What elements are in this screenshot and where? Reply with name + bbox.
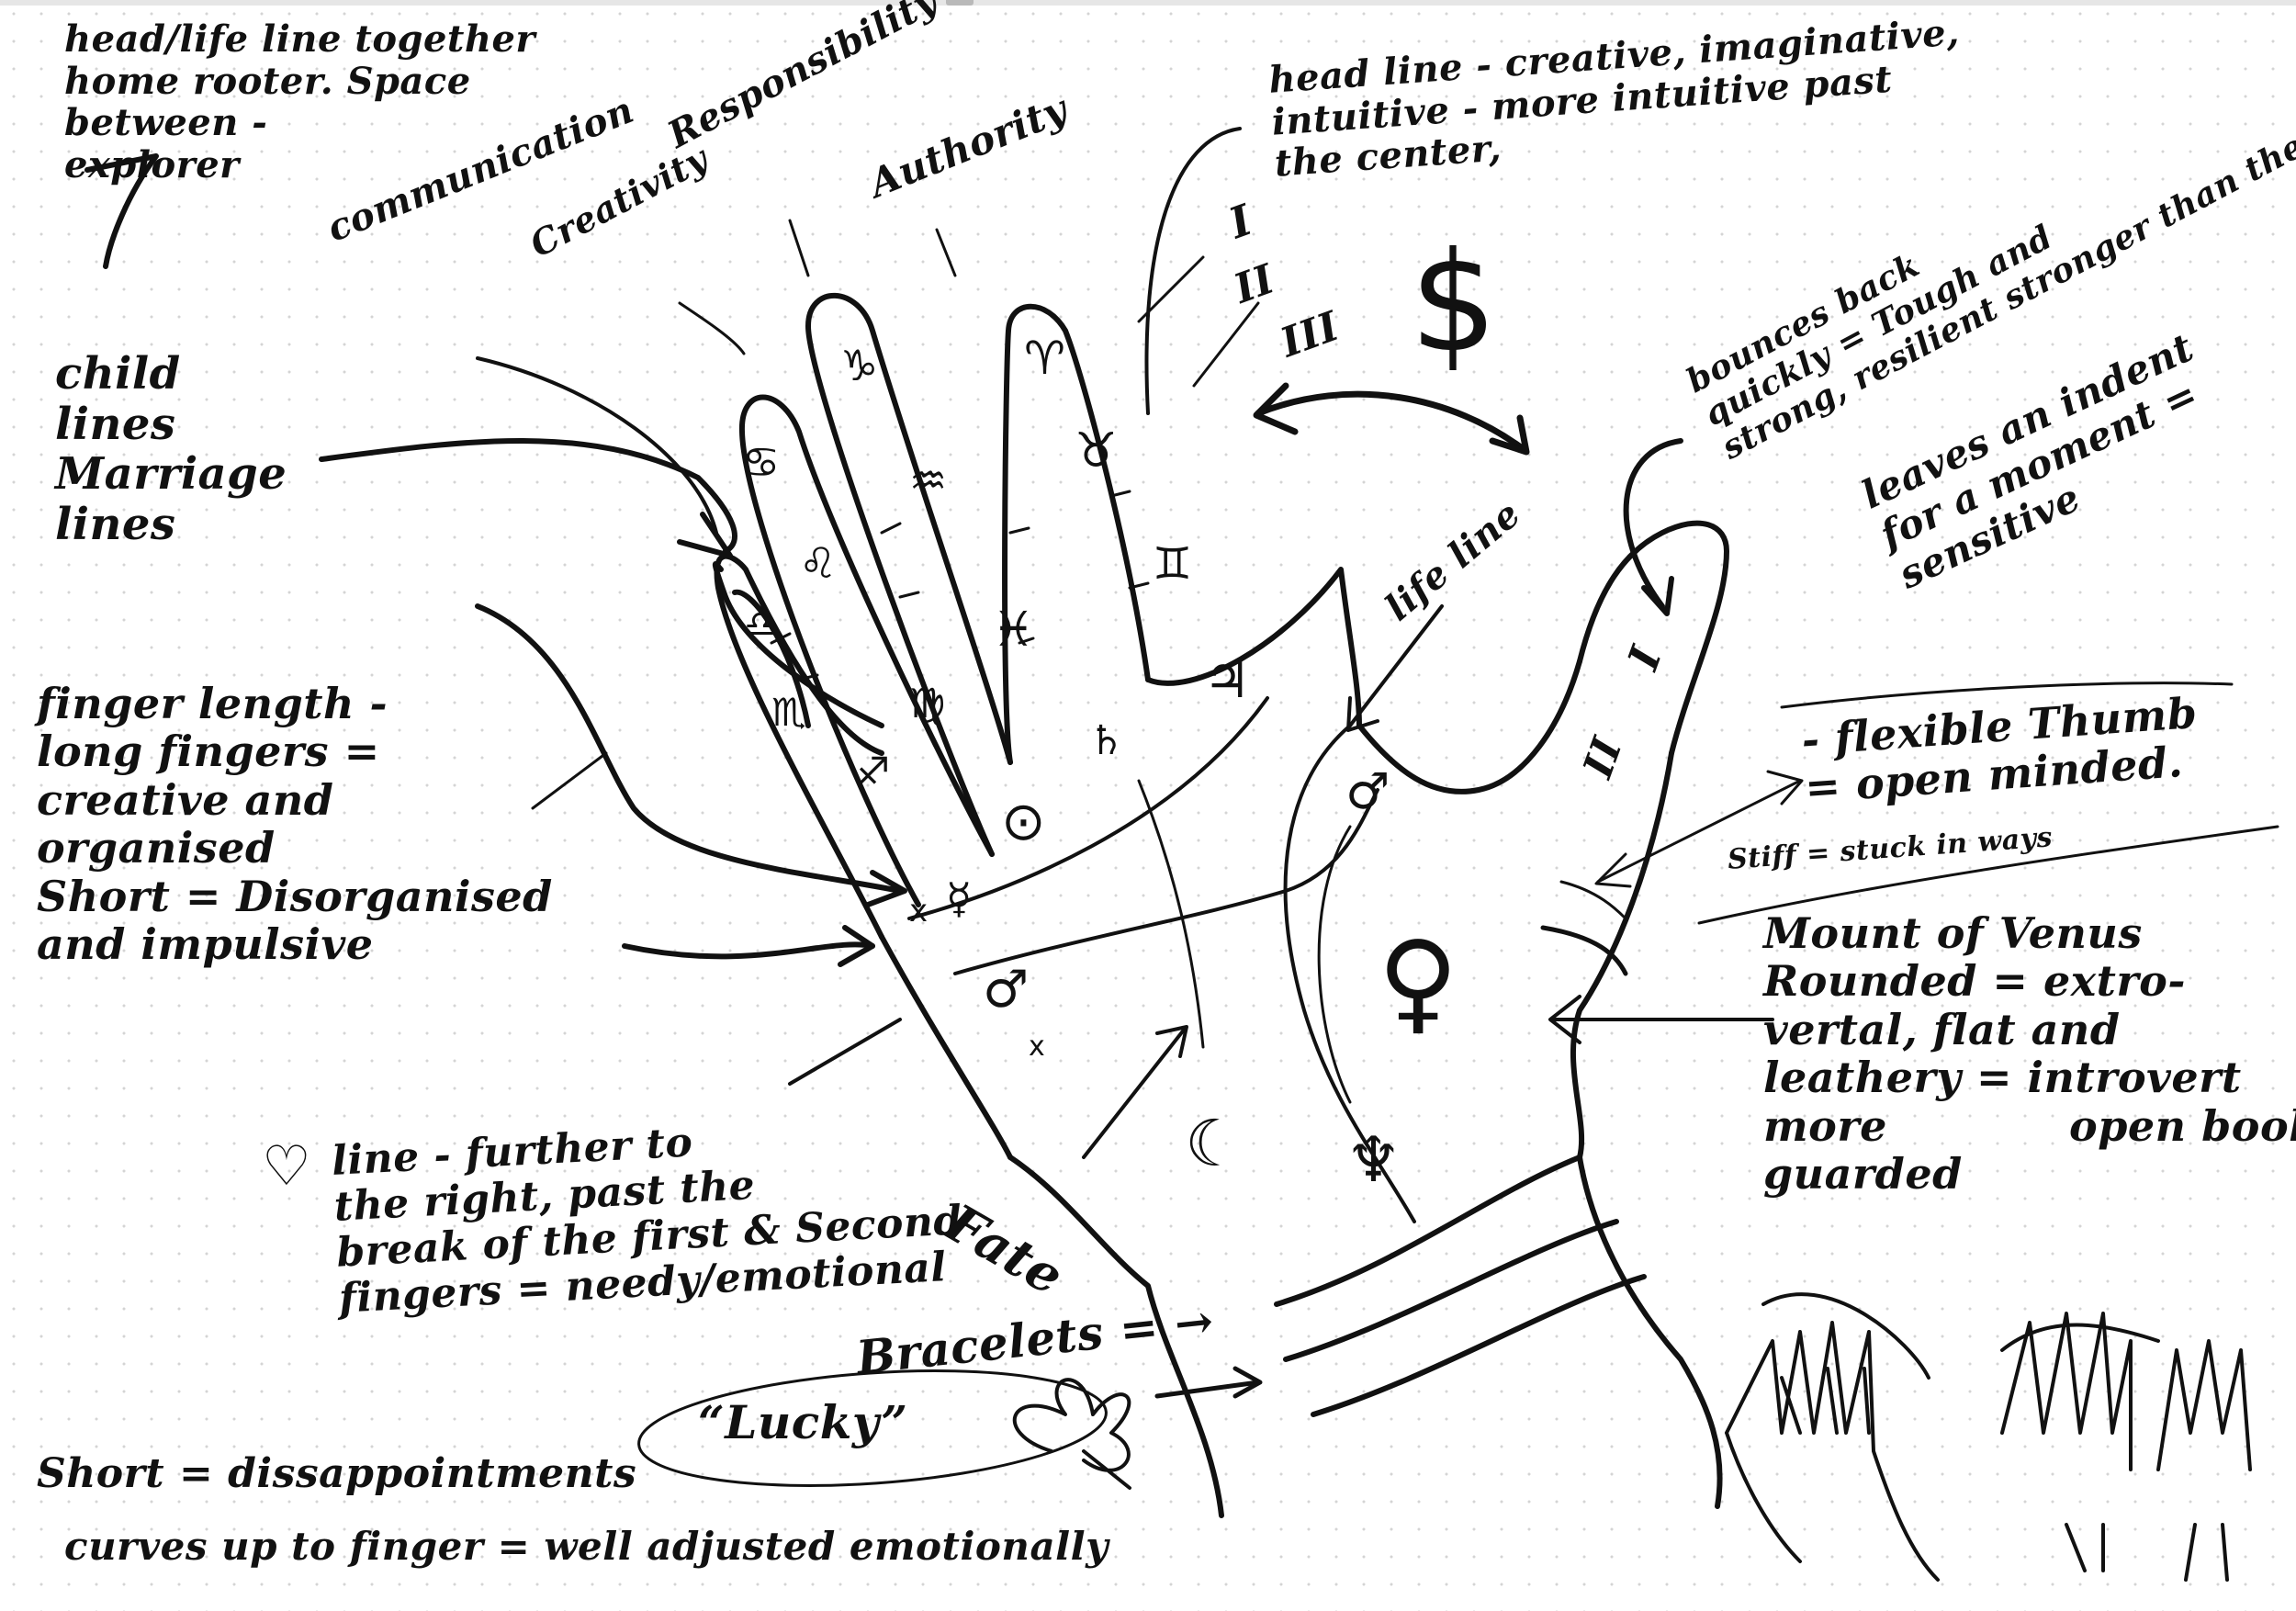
- note-curves-up: curves up to finger = well adjusted emot…: [64, 1524, 1109, 1569]
- heart-line: [907, 696, 1269, 920]
- head-line-pointer: [1144, 127, 1242, 415]
- mini-hand-middle: [2000, 1312, 2133, 1572]
- note-child-lines: child lines Marriage lines: [55, 348, 287, 551]
- arrow-heart-2: [788, 1018, 902, 1086]
- palm-bottom-edge: [1007, 1155, 1224, 1518]
- note-finger-length: finger length - long fingers = creative …: [37, 679, 553, 970]
- arrow-bracelet-head: [1232, 1366, 1263, 1399]
- arrow-bounces-back: [1623, 438, 1683, 609]
- clover-doodle: [1012, 1378, 1131, 1490]
- bracelet-line-2: [1283, 1219, 1619, 1362]
- bracelet-line-3: [1311, 1274, 1647, 1417]
- canvas-top-handle[interactable]: [946, 0, 974, 6]
- arrow-flexible: [1596, 779, 1802, 884]
- index-finger: [1002, 303, 1151, 765]
- dollar-arrow-head-right: [1489, 414, 1530, 456]
- libra-icon: ♎: [744, 603, 777, 646]
- arrow-flexible-head-right: [1766, 770, 1804, 806]
- mini-hand-left-guard: [1761, 1292, 1930, 1380]
- palm-right-edge: [1570, 750, 1674, 1160]
- head-line-pointer-3: [1192, 301, 1260, 388]
- head-line: [953, 788, 1379, 975]
- mars-icon-lower: ♂: [983, 960, 1030, 1020]
- middle-finger: [805, 292, 1013, 857]
- note-mount-of-venus: Mount of Venus Rounded = extro- vertal, …: [1763, 908, 2296, 1200]
- thumb-web: [1356, 659, 1582, 794]
- note-lucky: “Lucky”: [698, 1395, 908, 1449]
- explorer-bracket: [84, 153, 159, 269]
- capricorn-icon: ♑: [840, 341, 879, 390]
- dollar-arrow-head-left: [1253, 382, 1299, 435]
- thumb-hatch-1: [1540, 925, 1628, 976]
- aries-icon: ♈: [1024, 332, 1065, 385]
- lucky-oval: [637, 1369, 1108, 1487]
- thumb-hatch-2: [1559, 880, 1627, 920]
- arrow-venus-head: [1548, 995, 1581, 1044]
- sagittarius-icon: ♐: [854, 749, 891, 796]
- taurus-icon: ♉: [1075, 423, 1118, 479]
- arrow-finger-length-small: [531, 751, 608, 810]
- divider-flexible-top: [1780, 682, 2234, 709]
- head-line-pointer-2: [1137, 255, 1205, 323]
- arrow-finger-head: [865, 870, 907, 907]
- sun-icon: ⊙: [1001, 790, 1046, 852]
- canvas-top-bar: [0, 0, 2296, 6]
- arrow-life-head: [1346, 696, 1379, 732]
- scorpio-icon: ♏: [771, 690, 806, 735]
- x-mark-icon: x: [909, 893, 929, 929]
- pisces-icon: ♓: [992, 603, 1035, 658]
- note-heart-line: line - further to the right, past the br…: [330, 1119, 963, 1324]
- arrow-finger-length: [475, 603, 903, 894]
- arrow-child-lines: [319, 438, 737, 554]
- moon-icon: ☾: [1185, 1106, 1243, 1181]
- arrow-fate-head: [1155, 1025, 1188, 1058]
- arrow-heart-head: [838, 925, 875, 967]
- virgo-icon: ♍: [909, 681, 946, 727]
- note-head-life-together: head/life line together home rooter. Spa…: [64, 17, 536, 186]
- cancer-icon: ♋: [742, 437, 781, 487]
- dollar-icon: $: [1410, 223, 1498, 383]
- venus-icon: ♀: [1378, 918, 1458, 1046]
- arrow-heart: [622, 941, 875, 960]
- arrow-authority: [935, 228, 957, 277]
- mini-hand-left: [1725, 1321, 1940, 1582]
- arrow-bracelet: [1154, 1380, 1261, 1399]
- mars-icon-upper: ♂: [1345, 762, 1390, 820]
- ring-finger: [738, 394, 995, 907]
- gemini-icon: ♊: [1153, 538, 1193, 590]
- arrow-bounces-head: [1641, 576, 1674, 616]
- finger-segments: [770, 490, 1150, 682]
- mini-hand-right-guard: [2000, 1323, 2160, 1352]
- arrow-creativity: [476, 356, 718, 535]
- dollar-arrow: [1255, 390, 1528, 454]
- leo-icon: ♌: [799, 538, 838, 588]
- pinky-left: [714, 553, 884, 940]
- mini-hand-right: [2156, 1339, 2252, 1582]
- arrow-fate: [1082, 1027, 1187, 1159]
- divider-mount-top: [1697, 825, 2279, 925]
- heart-icon: ♡: [262, 1134, 311, 1199]
- venus-curve: [1317, 825, 1352, 1104]
- palm-left-lower: [879, 934, 1013, 1160]
- arrow-flexible-head: [1594, 852, 1632, 888]
- life-line: [1283, 724, 1416, 1223]
- x-mark-lower-icon: x: [1029, 1031, 1045, 1063]
- arrow-creativity-small: [678, 301, 746, 355]
- saturn-icon: ♄: [1088, 717, 1125, 764]
- arrow-child-head: [677, 512, 733, 558]
- thumb: [1577, 520, 1729, 756]
- note-short-disappointments: Short = dissappointments: [37, 1450, 637, 1497]
- palm-right-under-index: [1145, 567, 1362, 728]
- neptune-icon: ♆: [1345, 1124, 1401, 1197]
- arrow-responsibility: [788, 219, 810, 277]
- jupiter-icon: ♃: [1203, 648, 1251, 710]
- bracelet-line-1: [1274, 1155, 1582, 1307]
- arrow-life-line: [1348, 604, 1444, 727]
- wrist-right: [1577, 1155, 1723, 1509]
- fate-line: [1137, 779, 1205, 1049]
- aquarius-icon: ♒: [909, 456, 948, 505]
- mercury-icon: ☿: [946, 873, 973, 923]
